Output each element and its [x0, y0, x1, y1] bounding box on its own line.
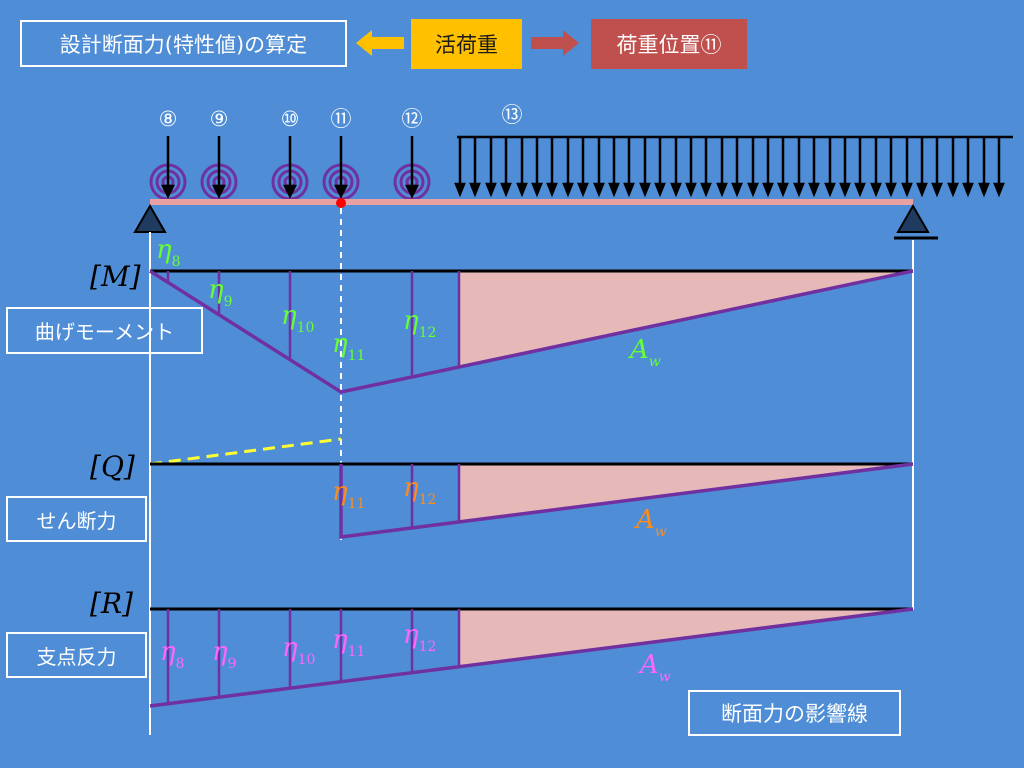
eta-r-9: η9 [212, 637, 237, 672]
eta-m-11: η11 [332, 329, 365, 364]
eta-m-8: η8 [156, 235, 181, 270]
moment-bracket: [M] [90, 260, 141, 293]
shear-label: せん断力 [6, 496, 147, 542]
distributed-load-arrowhead [685, 182, 697, 198]
distributed-load-arrowhead [777, 182, 789, 198]
distributed-load-arrowhead [962, 182, 974, 198]
distributed-load-arrowhead [577, 182, 589, 198]
eta-m-9: η9 [208, 275, 233, 310]
shear-eta-labels: η11 η12 Aw [332, 473, 667, 540]
distributed-load-arrowhead [793, 182, 805, 198]
eta-r-10: η10 [282, 633, 315, 668]
distributed-load-arrowhead [870, 182, 882, 198]
eta-q-11: η11 [332, 477, 365, 512]
moment-ordinates [166, 271, 461, 377]
distributed-load-arrowhead [454, 182, 466, 198]
right-arrow-icon [531, 30, 579, 56]
left-arrow-icon [356, 30, 404, 56]
moment-label: 曲げモーメント [6, 307, 203, 354]
distributed-load-arrowhead [469, 182, 481, 198]
distributed-load-arrowhead [839, 182, 851, 198]
moment-eta-labels: η8 η9 η10 η11 η12 Aw [156, 235, 661, 370]
influence-line-caption: 断面力の影響線 [688, 690, 901, 736]
eta-m-10: η10 [281, 301, 314, 336]
shear-dashed-line [149, 437, 342, 466]
design-calc-label: 設計断面力(特性値)の算定 [20, 20, 347, 67]
load-label-8: ⑧ [159, 107, 178, 131]
distributed-load-arrowhead [808, 182, 820, 198]
distributed-load-arrowhead [639, 182, 651, 198]
load-label-12: ⑫ [402, 107, 423, 131]
load-point-marker [336, 198, 346, 208]
distributed-load-arrowhead [993, 182, 1005, 198]
distributed-load-arrowhead [531, 182, 543, 198]
right-support-icon [896, 203, 930, 233]
reaction-bracket: [R] [90, 587, 133, 620]
distributed-load-arrowhead [593, 182, 605, 198]
distributed-load-arrowhead [546, 182, 558, 198]
load-position-button[interactable]: 荷重位置⑪ [591, 19, 747, 69]
shear-influence-line [339, 462, 914, 539]
eta-m-12: η12 [403, 306, 436, 341]
distributed-load-arrowhead [978, 182, 990, 198]
distributed-load-arrowhead [716, 182, 728, 198]
reaction-influence-line [149, 607, 914, 708]
reaction-label: 支点反力 [6, 632, 147, 678]
distributed-load-arrowhead [608, 182, 620, 198]
shear-bracket: [Q] [90, 450, 135, 483]
distributed-load-arrowhead [885, 182, 897, 198]
area-shear: Aw [634, 505, 667, 540]
distributed-load-arrowhead [747, 182, 759, 198]
eta-r-11: η11 [332, 625, 365, 660]
load-label-13: ⑬ [502, 103, 523, 127]
distributed-load-arrowhead [901, 182, 913, 198]
concentrated-load-arrows [160, 136, 420, 199]
distributed-load-arrowhead [947, 182, 959, 198]
live-load-button[interactable]: 活荷重 [411, 19, 522, 69]
distributed-load-arrowhead [670, 182, 682, 198]
distributed-load [454, 135, 1013, 198]
eta-r-12: η12 [403, 620, 436, 655]
distributed-load-arrowhead [562, 182, 574, 198]
distributed-load-arrowhead [854, 182, 866, 198]
distributed-load-arrowhead [516, 182, 528, 198]
left-support-icon [133, 203, 167, 233]
moment-influence-line [149, 269, 914, 394]
distributed-load-arrowhead [916, 182, 928, 198]
shear-ordinates [410, 464, 461, 528]
eta-r-8: η8 [160, 637, 185, 672]
distributed-load-arrowhead [500, 182, 512, 198]
distributed-load-arrowhead [731, 182, 743, 198]
load-label-11: ⑪ [331, 107, 352, 131]
eta-q-12: η12 [403, 473, 436, 508]
distributed-load-arrowhead [654, 182, 666, 198]
reaction-ordinates [166, 609, 461, 704]
load-label-9: ⑨ [210, 107, 229, 131]
distributed-load-arrowhead [485, 182, 497, 198]
distributed-load-arrowhead [824, 182, 836, 198]
area-moment: Aw [628, 335, 661, 370]
load-label-10: ⑩ [281, 107, 300, 131]
reaction-eta-labels: η8 η9 η10 η11 η12 Aw [160, 620, 671, 685]
distributed-load-arrowhead [623, 182, 635, 198]
distributed-load-arrowhead [700, 182, 712, 198]
distributed-load-arrowhead [931, 182, 943, 198]
distributed-load-arrowhead [762, 182, 774, 198]
area-reaction: Aw [638, 650, 671, 685]
